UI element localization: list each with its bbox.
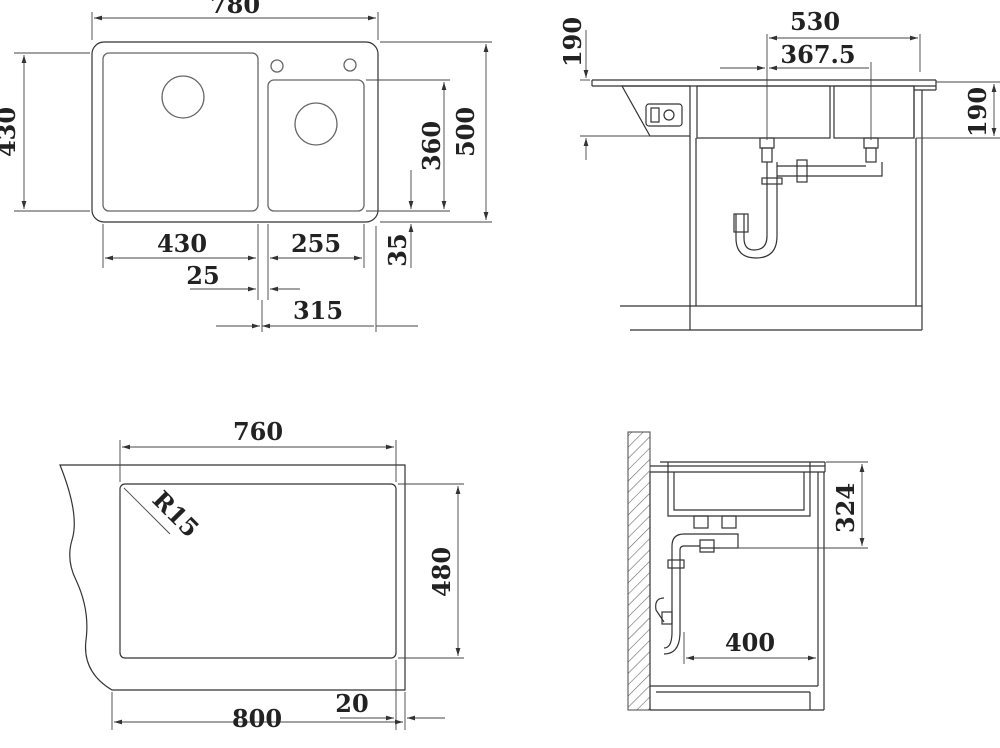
dim-outer-depth: 500 [451, 107, 480, 157]
dim-corner-radius: R15 [147, 485, 205, 543]
drain-plumbing [733, 137, 883, 259]
dim-cabinet-width: 800 [232, 704, 282, 733]
sink-outline [91, 41, 379, 223]
dim-overall-depth: 430 [0, 107, 21, 157]
dim-drain-offset: 315 [293, 296, 343, 325]
small-bowl [267, 79, 365, 212]
overflow-knob [343, 58, 357, 72]
dim-trap-offset: 400 [725, 628, 775, 657]
dim-cutout-width: 760 [233, 417, 283, 446]
dim-bowl-height: 190 [963, 87, 992, 137]
section-bowl [667, 462, 811, 517]
dim-edge-offset: 20 [335, 689, 368, 718]
small-bowl-drain [294, 102, 338, 146]
faucet-deck [620, 85, 691, 137]
dim-front-gap: 35 [383, 233, 412, 266]
dim-small-bowl-depth: 360 [417, 121, 446, 171]
dim-cutout-depth: 480 [427, 547, 456, 597]
dim-drain-spacing: 367.5 [780, 40, 855, 69]
section-plumbing [655, 515, 739, 655]
dim-small-bowl-width: 255 [291, 229, 341, 258]
dim-bowl-depth: 324 [831, 483, 860, 533]
dim-overall-width: 780 [210, 0, 260, 19]
countertop-outline [59, 464, 406, 691]
large-bowl-drain [161, 75, 205, 119]
section-view: 324 400 [627, 431, 868, 711]
dim-divider-offset: 25 [186, 261, 219, 290]
dim-large-bowl-width: 430 [157, 229, 207, 258]
large-bowl [102, 52, 259, 212]
dim-top-height: 190 [558, 17, 587, 67]
side-small-bowl [833, 85, 915, 139]
cutout-view: R15 760 480 800 20 [59, 417, 464, 733]
top-view: 780 430 500 360 35 430 255 25 [0, 0, 492, 332]
side-view: 190 530 367.5 190 [558, 7, 1000, 331]
dim-drain-span: 530 [790, 7, 840, 36]
side-large-bowl [696, 85, 831, 139]
cutout-rect [119, 483, 397, 659]
tap-hole [270, 59, 284, 73]
wall-hatch [627, 431, 651, 711]
overflow-panel [645, 103, 683, 127]
